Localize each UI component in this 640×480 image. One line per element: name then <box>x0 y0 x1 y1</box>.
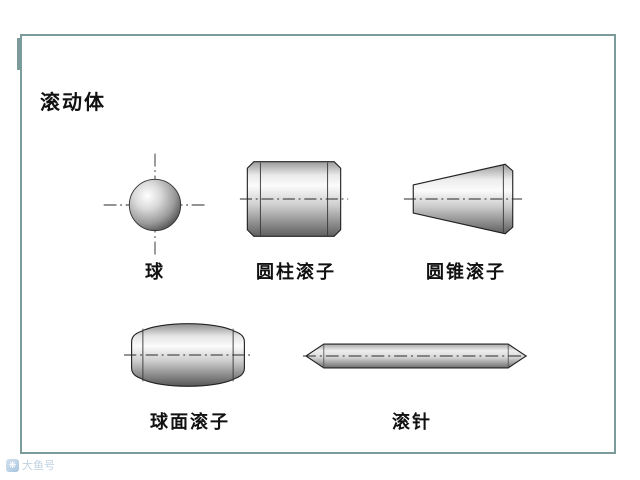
label-cylindrical-roller: 圆柱滚子 <box>256 262 336 282</box>
label-ball: 球 <box>145 262 165 282</box>
watermark: ❋ 大鱼号 <box>6 457 55 473</box>
ball-figure <box>103 153 207 257</box>
label-needle-roller: 滚针 <box>392 412 432 432</box>
spherical-roller-figure <box>124 323 252 387</box>
watermark-text: 大鱼号 <box>22 460 55 472</box>
ball-shape <box>128 178 182 232</box>
label-tapered-roller: 圆锥滚子 <box>426 262 506 282</box>
page-title: 滚动体 <box>40 92 106 114</box>
slide-border-accent <box>17 38 20 70</box>
label-spherical-roller: 球面滚子 <box>150 412 230 432</box>
tapered-roller-figure <box>403 163 523 235</box>
needle-roller-figure <box>302 343 530 369</box>
watermark-logo-icon: ❋ <box>6 458 19 472</box>
slide-border-frame <box>20 34 616 454</box>
cylindrical-roller-figure <box>239 161 349 237</box>
barrel-shape <box>131 323 245 387</box>
